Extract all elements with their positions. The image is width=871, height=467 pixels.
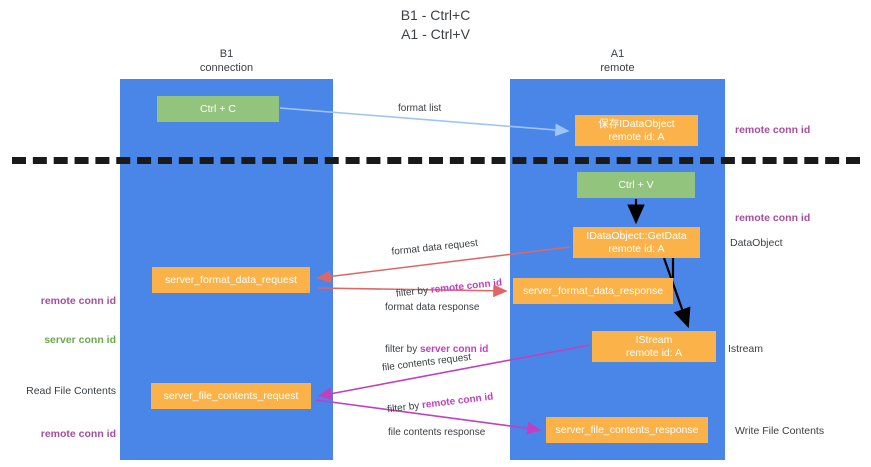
lane-header-a1: A1 remote [600,48,635,74]
node-idataobject-getdata[interactable]: IDataObject::GetData remote id: A [573,227,700,258]
note-dataobject: DataObject [730,237,783,249]
node-save-idataobject[interactable]: 保存IDataObject remote id: A [575,115,698,146]
edge-label-line1: format data response [385,302,480,313]
edge-label-format-data-response: format data response filter by server co… [385,273,488,385]
page-title: B1 - Ctrl+C A1 - Ctrl+V [400,7,471,42]
note-conn-ids-bottom: remote conn id server conn id [0,402,116,467]
filter-key-server-conn-id: server conn id [420,344,489,355]
edge-label-line1: format data request [391,237,479,258]
note-remote-conn-id: remote conn id [40,428,116,440]
edge-label-line2: filter by server conn id [385,343,488,357]
note-server-conn-id: server conn id [44,334,116,346]
node-server-format-data-response[interactable]: server_format_data_response [513,278,673,304]
note-write-file-contents: Write File Contents [735,425,825,437]
note-remote-conn-id-mid: remote conn id [735,212,811,224]
node-server-file-contents-response[interactable]: server_file_contents_response [546,417,708,443]
trust-boundary-divider [12,157,860,164]
filter-prefix: filter by [385,344,421,355]
note-read-file-contents: Read File Contents [26,385,116,397]
note-conn-ids-top: remote conn id server conn id [0,269,116,373]
node-istream[interactable]: IStream remote id: A [592,331,716,362]
node-ctrl-v[interactable]: Ctrl + V [577,172,695,198]
node-ctrl-c[interactable]: Ctrl + C [157,96,279,122]
note-remote-conn-id: remote conn id [40,295,116,307]
node-server-file-contents-request[interactable]: server_file_contents_request [151,383,311,409]
edge-label-line1: file contents request [381,351,472,374]
note-remote-conn-id-top: remote conn id [735,124,811,136]
node-server-format-data-request[interactable]: server_format_data_request [152,267,310,293]
note-istream: Istream [728,343,764,355]
edge-label-format-list: format list [398,103,442,114]
edge-label-line1: file contents response [388,427,486,438]
lane-header-b1: B1 connection [199,48,254,74]
edge-label-file-contents-response: file contents response filter by server … [388,398,491,467]
